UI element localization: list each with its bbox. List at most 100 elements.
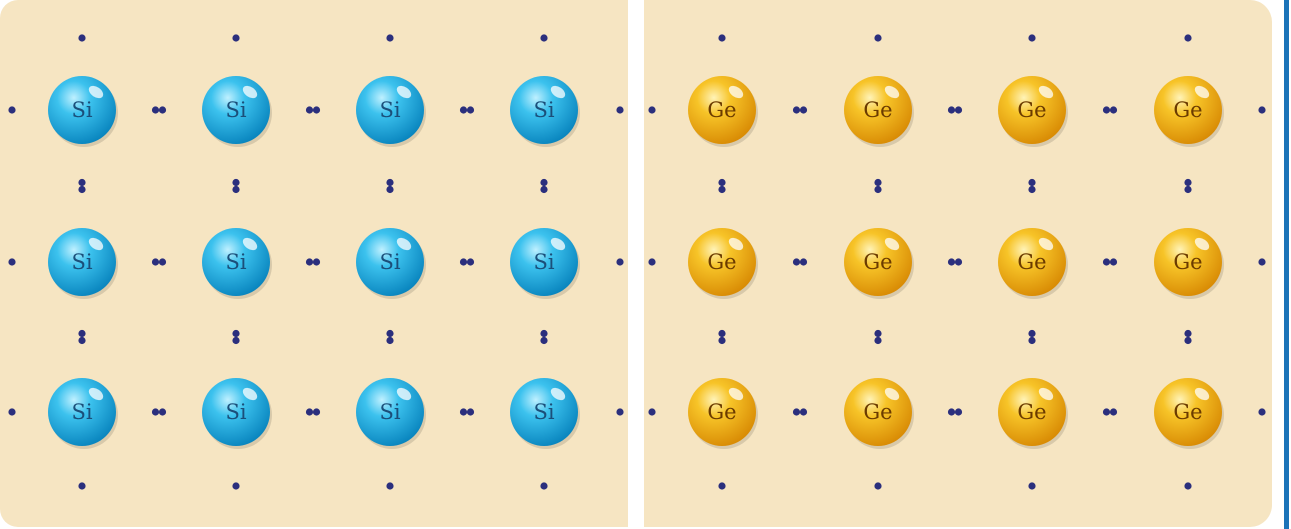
ge-atom-label: Ge — [863, 250, 892, 274]
ge-atom-label: Ge — [1173, 400, 1202, 424]
si-atom-label: Si — [225, 250, 246, 274]
ge-edge-electron — [1028, 34, 1036, 42]
si-bond-electron — [78, 336, 86, 345]
si-atom-label: Si — [225, 98, 246, 122]
ge-bond-electron — [1102, 258, 1111, 266]
si-bond-electron — [459, 258, 468, 266]
ge-atom: Ge — [1154, 378, 1224, 449]
ge-edge-electron — [874, 34, 882, 42]
si-bond-electron — [540, 329, 548, 338]
si-edge-electron — [540, 34, 548, 42]
si-edge-electron — [540, 482, 548, 490]
ge-atom-label: Ge — [1017, 98, 1046, 122]
ge-bond-electron — [1028, 185, 1036, 194]
ge-bond-electron — [792, 408, 801, 416]
si-bond-electron — [305, 258, 314, 266]
ge-atom-label: Ge — [863, 400, 892, 424]
si-atom-label: Si — [71, 400, 92, 424]
ge-bond-electron — [792, 106, 801, 114]
si-atom-label: Si — [379, 400, 400, 424]
si-edge-electron — [232, 34, 240, 42]
si-edge-electron — [232, 482, 240, 490]
si-bond-electron — [158, 106, 167, 114]
si-edge-electron — [78, 34, 86, 42]
ge-edge-electron — [1184, 34, 1192, 42]
ge-edge-electron — [718, 34, 726, 42]
ge-bond-electron — [799, 106, 808, 114]
si-edge-electron — [616, 408, 624, 416]
ge-atom-label: Ge — [1173, 98, 1202, 122]
ge-bond-electron — [1102, 408, 1111, 416]
ge-edge-electron — [1184, 482, 1192, 490]
si-atom: Si — [48, 76, 118, 147]
si-edge-electron — [616, 106, 624, 114]
si-bond-electron — [305, 408, 314, 416]
si-atom: Si — [510, 378, 580, 449]
ge-bond-electron — [1028, 178, 1036, 187]
si-bond-electron — [386, 185, 394, 194]
ge-bond-electron — [947, 258, 956, 266]
si-bond-electron — [232, 185, 240, 194]
right-edge-line — [1284, 0, 1289, 529]
ge-edge-electron — [648, 106, 656, 114]
ge-atom: Ge — [998, 228, 1068, 299]
ge-atom: Ge — [1154, 228, 1224, 299]
ge-bond-electron — [792, 258, 801, 266]
ge-bond-electron — [1109, 258, 1118, 266]
si-bond-electron — [540, 185, 548, 194]
si-bond-electron — [232, 329, 240, 338]
ge-atom-label: Ge — [1017, 400, 1046, 424]
si-bond-electron — [312, 258, 321, 266]
ge-bond-electron — [1102, 106, 1111, 114]
ge-edge-electron — [1258, 408, 1266, 416]
si-bond-electron — [459, 106, 468, 114]
ge-edge-electron — [648, 258, 656, 266]
si-bond-electron — [386, 178, 394, 187]
ge-atom: Ge — [688, 378, 758, 449]
ge-edge-electron — [874, 482, 882, 490]
ge-bond-electron — [874, 178, 882, 187]
ge-edge-electron — [1258, 258, 1266, 266]
ge-atom-label: Ge — [1173, 250, 1202, 274]
si-bond-electron — [78, 185, 86, 194]
si-bond-electron — [459, 408, 468, 416]
si-bond-electron — [386, 329, 394, 338]
ge-atom-label: Ge — [863, 98, 892, 122]
si-bond-electron — [305, 106, 314, 114]
ge-bond-electron — [874, 185, 882, 194]
ge-atom: Ge — [844, 76, 914, 147]
ge-bond-electron — [947, 106, 956, 114]
ge-bond-electron — [718, 178, 726, 187]
ge-atom: Ge — [688, 76, 758, 147]
ge-atom-label: Ge — [1017, 250, 1046, 274]
si-bond-electron — [232, 178, 240, 187]
si-atom: Si — [202, 378, 272, 449]
ge-atom-label: Ge — [707, 98, 736, 122]
ge-atom: Ge — [844, 228, 914, 299]
ge-bond-electron — [874, 329, 882, 338]
ge-bond-electron — [799, 408, 808, 416]
ge-atom: Ge — [688, 228, 758, 299]
ge-bond-electron — [1184, 178, 1192, 187]
ge-bond-electron — [947, 408, 956, 416]
ge-atom: Ge — [1154, 76, 1224, 147]
si-atom: Si — [356, 228, 426, 299]
ge-bond-electron — [718, 336, 726, 345]
si-edge-electron — [78, 482, 86, 490]
si-atom: Si — [202, 228, 272, 299]
ge-edge-electron — [718, 482, 726, 490]
si-edge-electron — [8, 106, 16, 114]
ge-atom-label: Ge — [707, 250, 736, 274]
si-bond-electron — [151, 258, 160, 266]
ge-bond-electron — [954, 258, 963, 266]
ge-bond-electron — [1184, 185, 1192, 194]
si-bond-electron — [78, 329, 86, 338]
si-atom: Si — [356, 76, 426, 147]
si-edge-electron — [386, 482, 394, 490]
si-edge-electron — [616, 258, 624, 266]
ge-bond-electron — [1028, 336, 1036, 345]
ge-bond-electron — [954, 408, 963, 416]
ge-atom: Ge — [998, 76, 1068, 147]
ge-bond-electron — [874, 336, 882, 345]
